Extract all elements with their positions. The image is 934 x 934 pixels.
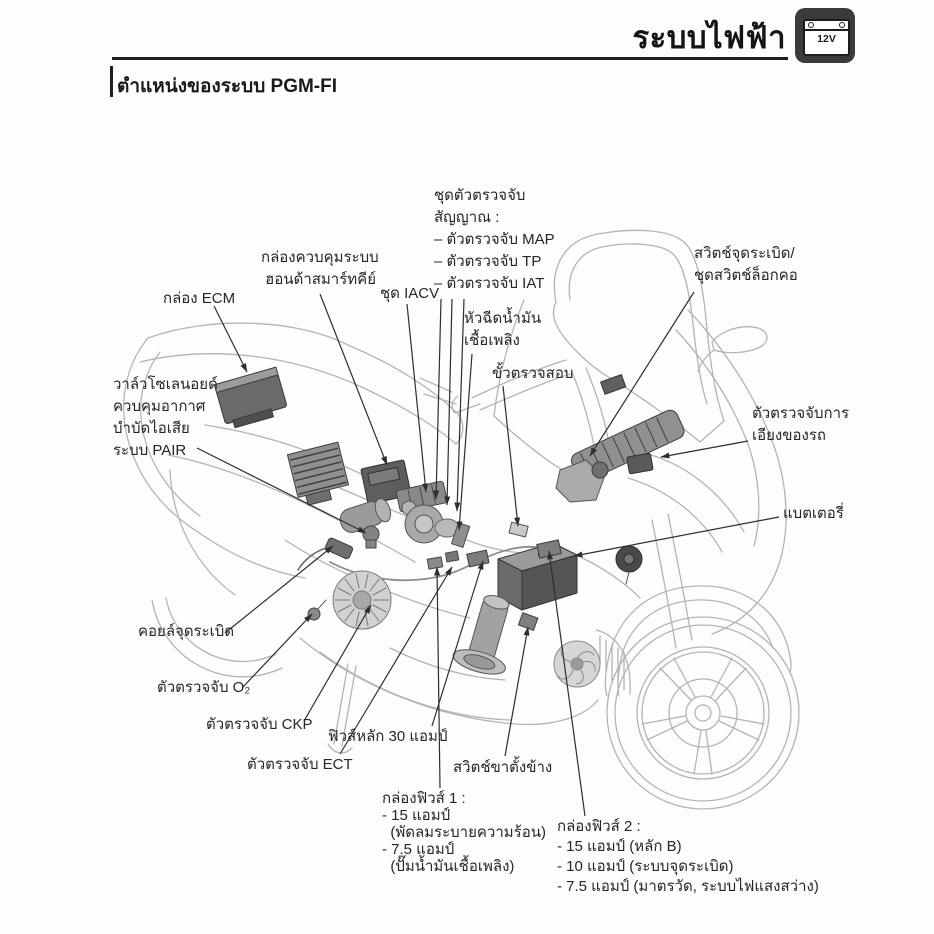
- battery-12v-icon: 12V: [795, 8, 855, 63]
- leader-iacv: [406, 303, 429, 493]
- leader-ecm: [213, 305, 248, 373]
- section-title: ตำแหน่งของระบบ PGM-FI: [117, 76, 338, 97]
- leader-side-stand-switch: [504, 626, 530, 757]
- leader-injector: [456, 353, 473, 531]
- leader-bank-angle-sensor: [660, 440, 749, 459]
- leader-battery: [573, 516, 780, 558]
- label-bank-angle-sensor: ตัวตรวจจับการเอียงของรถ: [752, 405, 850, 444]
- leader-main-fuse-30a: [431, 560, 484, 727]
- label-battery: แบตเตอรี่: [783, 505, 844, 522]
- label-sensor-unit: ชุดตัวตรวจจับสัญญาณ :– ตัวตรวจจับ MAP– ต…: [434, 187, 555, 292]
- label-pair-valve: วาล์วโซเลนอยด์ควบคุมอากาศบำบัดไอเสียระบบ…: [113, 376, 218, 459]
- starter-motor: [339, 498, 392, 533]
- ignition-coil-part: [324, 537, 354, 560]
- leader-sensor-unit: [433, 298, 442, 500]
- battery-terminal-icon: [839, 22, 845, 28]
- leader-ignition-coil: [224, 545, 334, 634]
- relay-cluster: [426, 550, 460, 570]
- label-injector: หัวฉีดน้ำมันเชื้อเพลิง: [464, 310, 542, 349]
- leader-dlc: [502, 385, 521, 527]
- horn: [615, 545, 643, 585]
- battery-cell-shape: 12V: [803, 19, 850, 56]
- pair-solenoid-valve: [362, 525, 380, 549]
- fuel-pump: [452, 595, 510, 675]
- label-fuse-box-1: กล่องฟิวส์ 1 :- 15 แอมป์ (พัดลมระบายความ…: [382, 790, 546, 875]
- leader-ect-sensor: [339, 566, 453, 755]
- bank-angle-sensor-part: [626, 452, 654, 475]
- alternator-flywheel: [332, 570, 392, 630]
- leader-sensor-unit: [454, 298, 465, 512]
- leader-ckp-sensor: [303, 604, 372, 722]
- throttle-body-assembly: [396, 480, 471, 548]
- label-dlc: ขั้วตรวจสอบ: [492, 365, 574, 382]
- leader-ignition-switch: [589, 291, 695, 457]
- leader-fuse-box-1: [434, 566, 441, 789]
- label-fuse-box-2: กล่องฟิวส์ 2 :- 15 แอมป์ (หลัก B)- 10 แอ…: [557, 818, 819, 895]
- leader-fuse-box-2: [547, 550, 586, 817]
- ecm-box: [213, 366, 287, 429]
- header-rule: [112, 57, 788, 60]
- label-ignition-switch: สวิตช์จุดระเบิด/ชุดสวิตช์ล็อกคอ: [694, 245, 798, 284]
- leader-smart-key-unit: [319, 293, 388, 466]
- label-ect-sensor: ตัวตรวจจับ ECT: [247, 756, 353, 773]
- ignition-switch-assembly: [555, 374, 685, 503]
- leader-sensor-unit: [444, 298, 453, 506]
- label-main-fuse-30a: ฟิวส์หลัก 30 แอมป์: [328, 728, 448, 745]
- label-ignition-coil: คอยล์จุดระเบิด: [138, 623, 235, 640]
- battery-terminal-icon: [808, 22, 814, 28]
- leader-pair-valve: [196, 447, 367, 534]
- battery-voltage-label: 12V: [817, 33, 836, 45]
- label-ckp-sensor: ตัวตรวจจับ CKP: [206, 716, 313, 733]
- label-ecm: กล่อง ECM: [163, 290, 236, 307]
- label-o2-sensor: ตัวตรวจจับ O₂: [157, 679, 251, 696]
- regulator-rectifier: [286, 441, 350, 506]
- label-side-stand-switch: สวิตช์ขาตั้งข้าง: [453, 759, 553, 776]
- page-title: ระบบไฟฟ้า: [632, 20, 786, 55]
- battery-terminal-bar: [805, 29, 848, 31]
- label-iacv: ชุด IACV: [380, 285, 440, 302]
- leader-o2-sensor: [242, 613, 313, 688]
- spark-plug-wire: [297, 547, 327, 571]
- label-smart-key-unit: กล่องควบคุมระบบ ฮอนด้าสมาร์ทคีย์: [261, 249, 379, 288]
- section-title-bar: [110, 66, 113, 97]
